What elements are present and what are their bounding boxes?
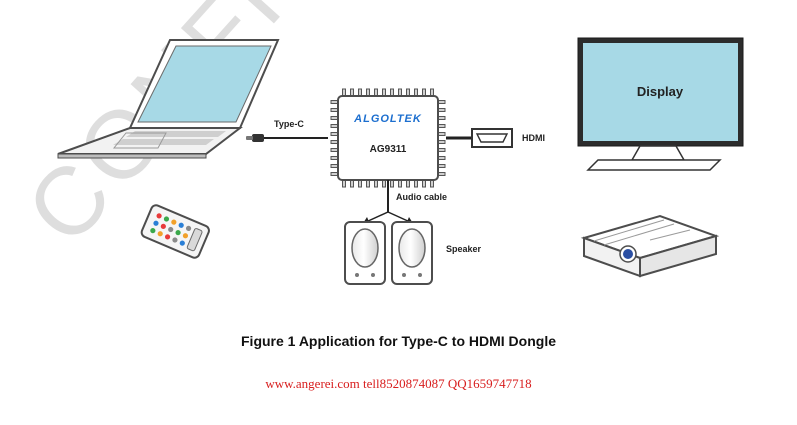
- chip-pin: [437, 172, 446, 176]
- hdmi-label: HDMI: [522, 133, 545, 143]
- chip-pin: [437, 156, 446, 160]
- chip-pin: [422, 179, 426, 188]
- chip-pin: [330, 140, 339, 144]
- chip-pin: [330, 164, 339, 168]
- chip-brand-label: ALGOLTEK: [353, 113, 422, 125]
- speaker-label: Speaker: [446, 244, 482, 254]
- chip-pin: [406, 88, 410, 97]
- chip-pin: [366, 179, 370, 188]
- chip-pin: [358, 88, 362, 97]
- chip-pin: [430, 179, 434, 188]
- chip-pin: [330, 108, 339, 112]
- chip-pin: [382, 88, 386, 97]
- hdmi-connector-icon: [446, 128, 513, 148]
- chip-pin: [406, 179, 410, 188]
- chip-pin: [358, 179, 362, 188]
- figure-caption: Figure 1 Application for Type-C to HDMI …: [241, 333, 556, 349]
- monitor-icon: [577, 37, 744, 171]
- chip-pin: [330, 148, 339, 152]
- laptop-icon: [57, 39, 280, 159]
- chip-pin: [437, 100, 446, 104]
- chip-pin: [437, 116, 446, 120]
- chip-pin: [398, 179, 402, 188]
- speaker-right-icon: [391, 221, 433, 285]
- chip-pin: [437, 140, 446, 144]
- chip-pin: [422, 88, 426, 97]
- chip-pin: [330, 156, 339, 160]
- remote-control-icon: [140, 204, 210, 259]
- chip-pin: [398, 88, 402, 97]
- display-label: Display: [637, 84, 684, 99]
- chip-pin: [437, 108, 446, 112]
- footer-contact-text: www.angerei.com tell8520874087 QQ1659747…: [265, 376, 532, 391]
- chip-pin: [342, 179, 346, 188]
- audio-cable-label: Audio cable: [396, 192, 447, 202]
- chip-pin: [390, 179, 394, 188]
- chip-pin: [374, 88, 378, 97]
- chip-pin: [414, 88, 418, 97]
- chip-pin: [430, 88, 434, 97]
- chip-pin: [414, 179, 418, 188]
- chip-pin: [350, 179, 354, 188]
- chip-pin: [366, 88, 370, 97]
- chip-pin: [437, 164, 446, 168]
- chip-pin: [437, 132, 446, 136]
- chip-pin: [330, 172, 339, 176]
- chip-pin: [350, 88, 354, 97]
- chip-pin: [330, 132, 339, 136]
- type-c-cable: [246, 134, 328, 142]
- chip-pin: [437, 124, 446, 128]
- chip-pin: [342, 88, 346, 97]
- chip-pin: [382, 179, 386, 188]
- chip-pin: [390, 88, 394, 97]
- type-c-label: Type-C: [274, 119, 304, 129]
- speaker-left-icon: [344, 221, 386, 285]
- chip-model-label: AG9311: [370, 144, 407, 155]
- watermark-text: CONFIDENTIAL: [6, 0, 605, 264]
- chip-pin: [374, 179, 378, 188]
- projector-icon: [580, 214, 720, 278]
- chip-icon: [330, 88, 446, 188]
- chip-pin: [330, 124, 339, 128]
- chip-pin: [330, 100, 339, 104]
- chip-pin: [437, 148, 446, 152]
- chip-pin: [330, 116, 339, 120]
